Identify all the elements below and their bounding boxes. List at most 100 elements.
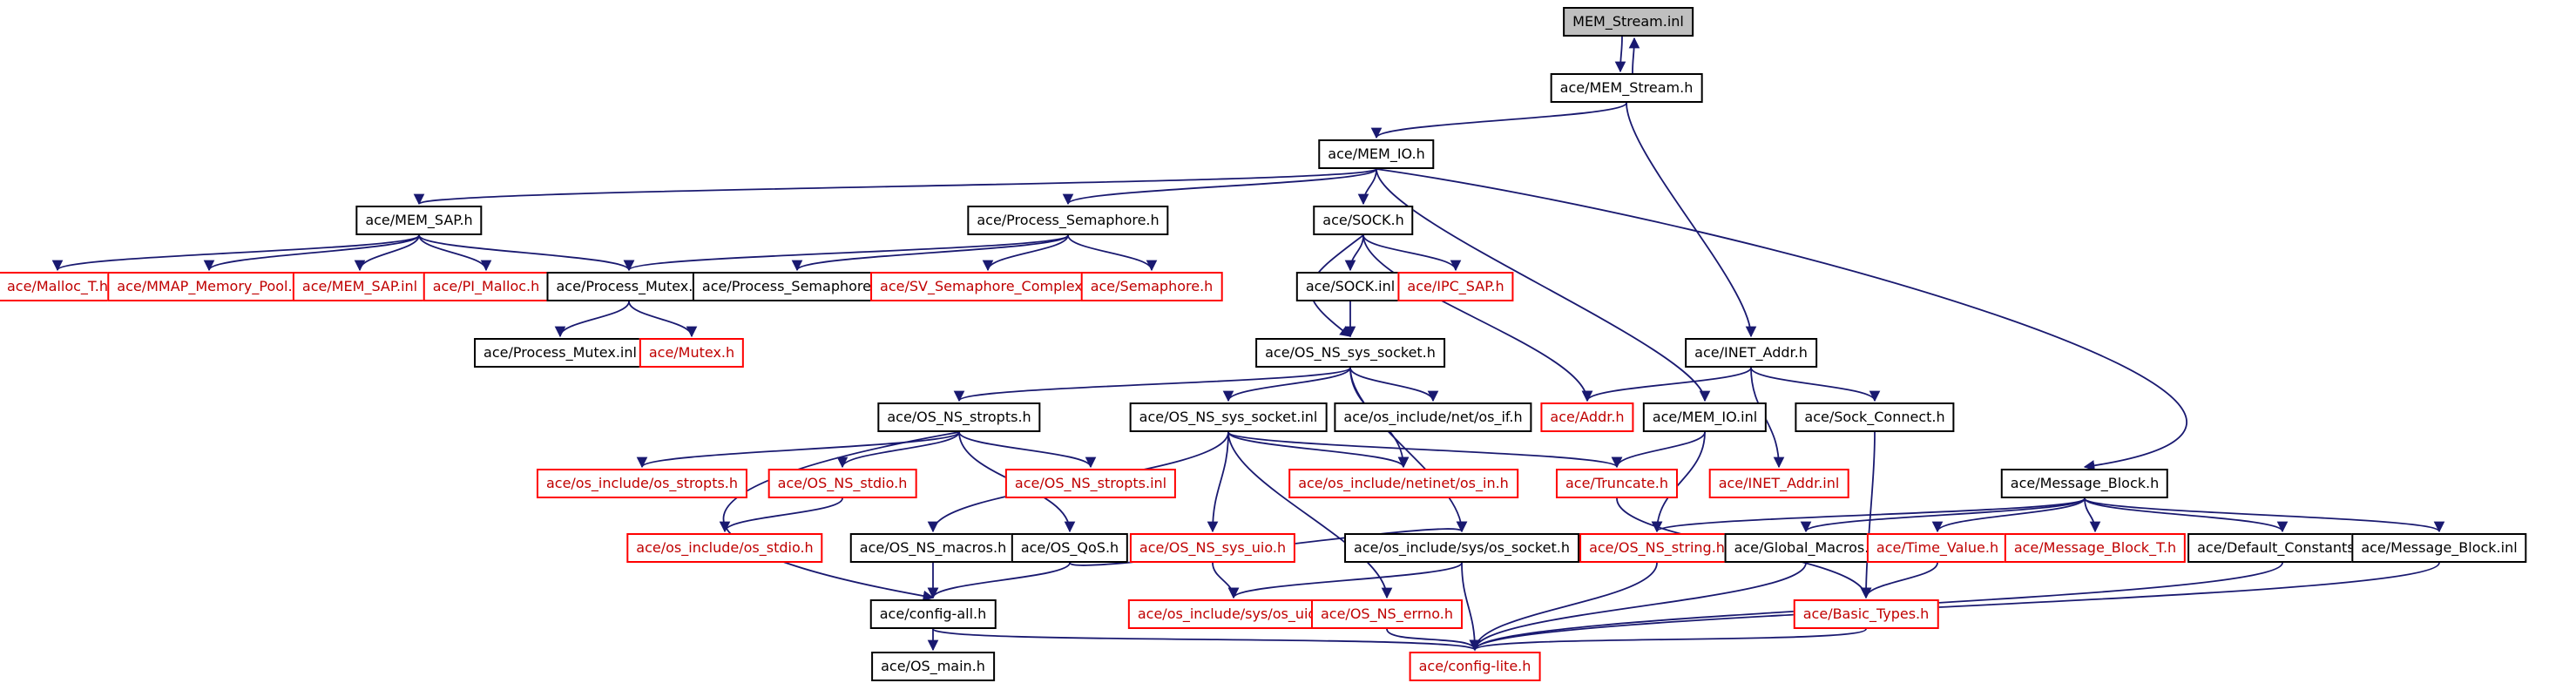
edge-n20-n28 [958,431,1097,469]
edge-n2-n32 [1376,168,2187,471]
node-ace-sock-connect-h[interactable]: ace/Sock_Connect.h [1795,402,1955,432]
edge-n40-n47 [1860,562,1938,599]
node-ace-os-include-net-os-if-h[interactable]: ace/os_include/net/os_if.h [1334,402,1532,432]
node-ace-semaphore-h[interactable]: ace/Semaphore.h [1080,272,1223,301]
edge-n21-n46 [1227,431,1393,599]
node-ace-mutex-h[interactable]: ace/Mutex.h [639,338,745,368]
edge-n32-n43 [2084,497,2445,533]
node-ace-addr-h[interactable]: ace/Addr.h [1540,402,1634,432]
edge-n47-n49 [1469,628,1867,652]
node-ace-inet-addr-h[interactable]: ace/INET_Addr.h [1685,338,1817,368]
node-mem-stream-inl[interactable]: MEM_Stream.inl [1563,7,1694,37]
edge-n20-n27 [836,431,960,469]
node-ace-message-block-h[interactable]: ace/Message_Block.h [2000,469,2169,498]
edge-n4-n10 [624,234,1069,272]
edge-n37-n49 [1461,562,1481,652]
edge-n44-n49 [932,628,1480,652]
node-ace-mmap-memory-pool-h[interactable]: ace/MMAP_Memory_Pool.h [107,272,311,301]
edge-n3-n7 [203,234,420,272]
edge-n10-n17 [628,301,698,338]
node-ace-truncate-h[interactable]: ace/Truncate.h [1555,469,1679,498]
edge-n32-n40 [1931,497,2086,533]
edge-n21-n30 [1227,431,1623,469]
node-ace-sock-h[interactable]: ace/SOCK.h [1313,206,1414,235]
edge-n3-n10 [418,234,635,272]
edge-n2-n5 [1357,168,1377,206]
node-ace-os-include-sys-os-uio-h[interactable]: ace/os_include/sys/os_uio.h [1127,599,1340,629]
node-ace-mem-io-inl[interactable]: ace/MEM_IO.inl [1642,402,1768,432]
edge-n18-n21 [1222,367,1351,402]
edge-n3-n8 [354,234,420,272]
node-ace-os-ns-stdio-h[interactable]: ace/OS_NS_stdio.h [767,469,917,498]
node-ace-config-lite-h[interactable]: ace/config-lite.h [1409,652,1541,681]
edge-n0-n1 [1614,36,1626,73]
edge-n32-n42 [2084,497,2289,533]
node-ace-os-include-sys-os-socket-h[interactable]: ace/os_include/sys/os_socket.h [1344,533,1579,563]
edge-n20-n26 [636,431,960,469]
node-ace-os-ns-string-h[interactable]: ace/OS_NS_string.h [1579,533,1734,563]
node-ace-basic-types-h[interactable]: ace/Basic_Types.h [1793,599,1939,629]
edge-n1-n19 [1626,102,1757,338]
edge-n5-n15 [1362,234,1462,272]
edge-n24-n30 [1611,431,1706,469]
node-ace-sv-semaphore-complex-h[interactable]: ace/SV_Semaphore_Complex.h [870,272,1105,301]
node-ace-os-main-h[interactable]: ace/OS_main.h [871,652,995,681]
edge-n2-n4 [1062,168,1377,206]
node-ace-default-constants-h[interactable]: ace/Default_Constants.h [2187,533,2377,563]
node-ace-malloc-t-h[interactable]: ace/Malloc_T.h [0,272,118,301]
edge-n10-n16 [554,301,630,338]
edge-n24-n38 [1651,431,1706,533]
edge-n1-n0 [1628,37,1640,74]
node-ace-os-ns-macros-h[interactable]: ace/OS_NS_macros.h [849,533,1017,563]
node-ace-os-ns-sys-socket-h[interactable]: ace/OS_NS_sys_socket.h [1255,338,1445,368]
node-ace-time-value-h[interactable]: ace/Time_Value.h [1866,533,2009,563]
node-ace-os-ns-stropts-inl[interactable]: ace/OS_NS_stropts.inl [1004,469,1177,498]
node-ace-os-ns-errno-h[interactable]: ace/OS_NS_errno.h [1310,599,1464,629]
node-ace-process-semaphore-inl[interactable]: ace/Process_Semaphore.inl [692,272,903,301]
node-ace-inet-addr-inl[interactable]: ace/INET_Addr.inl [1708,469,1849,498]
node-ace-config-all-h[interactable]: ace/config-all.h [869,599,997,629]
edge-n2-n3 [414,168,1377,206]
edge-n19-n25 [1750,367,1881,402]
node-ace-pi-malloc-h[interactable]: ace/PI_Malloc.h [423,272,550,301]
node-ace-process-mutex-inl[interactable]: ace/Process_Mutex.inl [474,338,646,368]
node-ace-process-mutex-h[interactable]: ace/Process_Mutex.h [546,272,712,301]
node-ace-message-block-inl[interactable]: ace/Message_Block.inl [2351,533,2527,563]
node-ace-sock-inl[interactable]: ace/SOCK.inl [1295,272,1405,301]
node-ace-os-ns-stropts-h[interactable]: ace/OS_NS_stropts.h [877,402,1041,432]
edge-n27-n33 [719,497,843,533]
node-ace-mem-sap-h[interactable]: ace/MEM_SAP.h [355,206,483,235]
edge-n18-n22 [1349,367,1439,402]
edge-n32-n38 [1652,497,2086,533]
edge-n35-n44 [927,562,1071,599]
node-ace-os-include-netinet-os-in-h[interactable]: ace/os_include/netinet/os_in.h [1288,469,1518,498]
edge-n20-n44 [722,431,960,602]
edge-n21-n29 [1227,431,1410,469]
edge-n32-n39 [1800,497,2086,533]
edge-n21-n36 [1207,431,1229,533]
edge-n4-n13 [1067,234,1158,272]
node-ace-os-include-os-stropts-h[interactable]: ace/os_include/os_stropts.h [536,469,748,498]
edge-n36-n45 [1212,562,1240,599]
edge-n19-n23 [1581,367,1752,402]
edge-n37-n45 [1227,562,1463,599]
node-ace-mem-io-h[interactable]: ace/MEM_IO.h [1318,139,1435,169]
edge-n2-n24 [1376,168,1711,402]
node-ace-os-include-os-stdio-h[interactable]: ace/os_include/os_stdio.h [626,533,823,563]
node-ace-mem-stream-h[interactable]: ace/MEM_Stream.h [1550,73,1703,103]
node-ace-mem-sap-inl[interactable]: ace/MEM_SAP.inl [292,272,428,301]
edge-n5-n23 [1362,234,1593,402]
node-ace-global-macros-h[interactable]: ace/Global_Macros.h [1724,533,1888,563]
node-ace-process-semaphore-h[interactable]: ace/Process_Semaphore.h [967,206,1169,235]
node-ace-os-ns-sys-socket-inl[interactable]: ace/OS_NS_sys_socket.inl [1129,402,1328,432]
node-ace-os-qos-h[interactable]: ace/OS_QoS.h [1011,533,1129,563]
edge-n3-n9 [418,234,492,272]
edge-n4-n11 [791,234,1069,272]
node-ace-os-ns-sys-uio-h[interactable]: ace/OS_NS_sys_uio.h [1129,533,1296,563]
edge-n1-n2 [1370,102,1627,139]
node-ace-message-block-t-h[interactable]: ace/Message_Block_T.h [2004,533,2187,563]
node-ace-ipc-sap-h[interactable]: ace/IPC_SAP.h [1397,272,1514,301]
edge-n32-n41 [2084,497,2101,533]
